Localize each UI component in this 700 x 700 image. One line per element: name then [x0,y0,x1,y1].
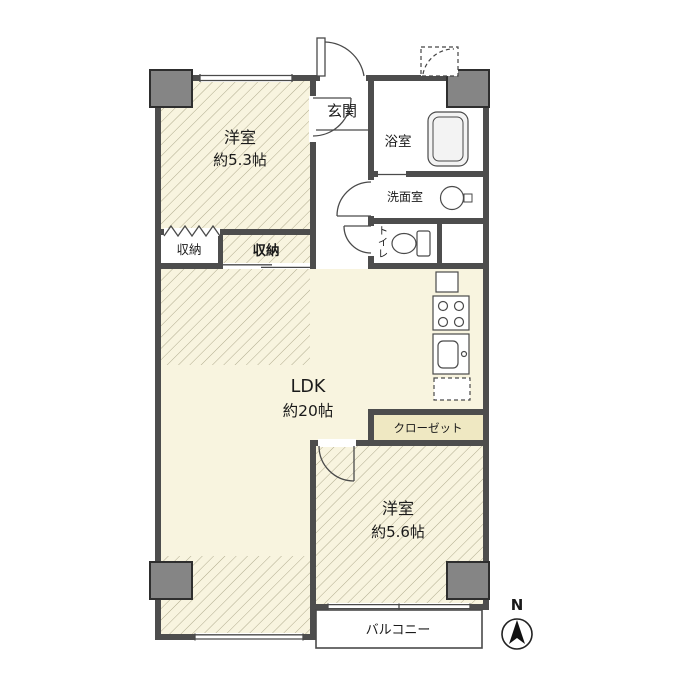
bedroom-1-door [312,97,352,137]
wall-opening [318,439,356,447]
wall-segment [368,263,489,269]
washroom-label: 洗面室 [387,189,423,204]
storage-left-folding-door [163,224,221,238]
balcony-sliding-door [327,603,471,611]
wall-segment [368,409,374,446]
room-storage-right [223,235,310,263]
ldk-window [194,633,304,641]
meter-box-door-arc [422,48,455,75]
toilet-icon [391,230,431,257]
bedroom-1-label: 洋室 [224,128,256,147]
stove-icon [432,295,470,331]
ldk-size-label: 約20帖 [283,402,334,420]
wall-segment [310,440,316,610]
wall-segment [437,218,442,269]
wall-segment [218,229,223,269]
entrance-label: 玄関 [327,102,357,120]
entrance-door [316,37,365,77]
counter-box [435,271,459,293]
wall-segment [310,440,489,446]
wall-segment [310,604,316,640]
wall-segment [483,75,489,610]
washroom-door [336,181,372,217]
wall-segment [155,75,161,640]
wall-opening [195,633,303,641]
meter-box-outline [420,46,459,77]
wall-opening [223,263,310,269]
bedroom-2-label: 洋室 [382,499,414,518]
wall-segment [368,409,489,415]
wall-opening [200,74,292,82]
kitchen-counter [432,271,471,401]
room-storage-left [161,235,218,263]
meter-box [420,46,459,77]
room-labels: 玄関 洋室 約5.3帖 浴室 洗面室 収納 収納 LDK 約20帖 クローゼット… [176,102,462,638]
ldk-hatch-top [161,269,310,365]
windows [194,74,471,641]
storage-right-sliding-door [223,264,310,269]
bedroom-2-size-label: 約5.6帖 [371,523,425,541]
kitchen-sink-icon [432,333,470,375]
pillar [446,561,490,600]
room-fills [161,81,483,634]
washbasin-icon [439,185,473,211]
wall-opening [164,228,220,236]
wall-segment [368,218,489,224]
wall-segment [368,171,489,177]
compass: N [501,596,533,650]
storage-right-label: 収納 [253,242,280,259]
storage-left-label: 収納 [176,242,201,257]
bath-label: 浴室 [385,133,412,150]
refrigerator-space [433,377,471,401]
fixtures [391,111,473,401]
compass-label: N [511,596,524,614]
ldk-label: LDK [291,377,326,397]
toilet-door [343,225,372,254]
pillar [149,69,193,108]
north-arrow-icon [509,620,525,644]
bedroom-1-size-label: 約5.3帖 [213,151,267,169]
wall-segment [310,75,316,269]
bathtub-icon [427,111,469,167]
bedroom-2-door [318,445,355,482]
closet-label: クローゼット [394,421,463,435]
pillar [149,561,193,600]
bedroom-1-window [199,74,293,82]
doors [163,37,372,482]
wall-opening [367,180,375,216]
balcony-label: バルコニー [366,623,431,638]
balcony-outline [315,609,483,649]
wall-segment [155,229,316,235]
wall-opening [367,226,375,256]
wall-opening [320,74,366,82]
toilet-label: トイレ [376,225,389,260]
room-entrance-hall [316,81,368,269]
room-closet [374,415,483,440]
wall-opening [309,96,317,142]
